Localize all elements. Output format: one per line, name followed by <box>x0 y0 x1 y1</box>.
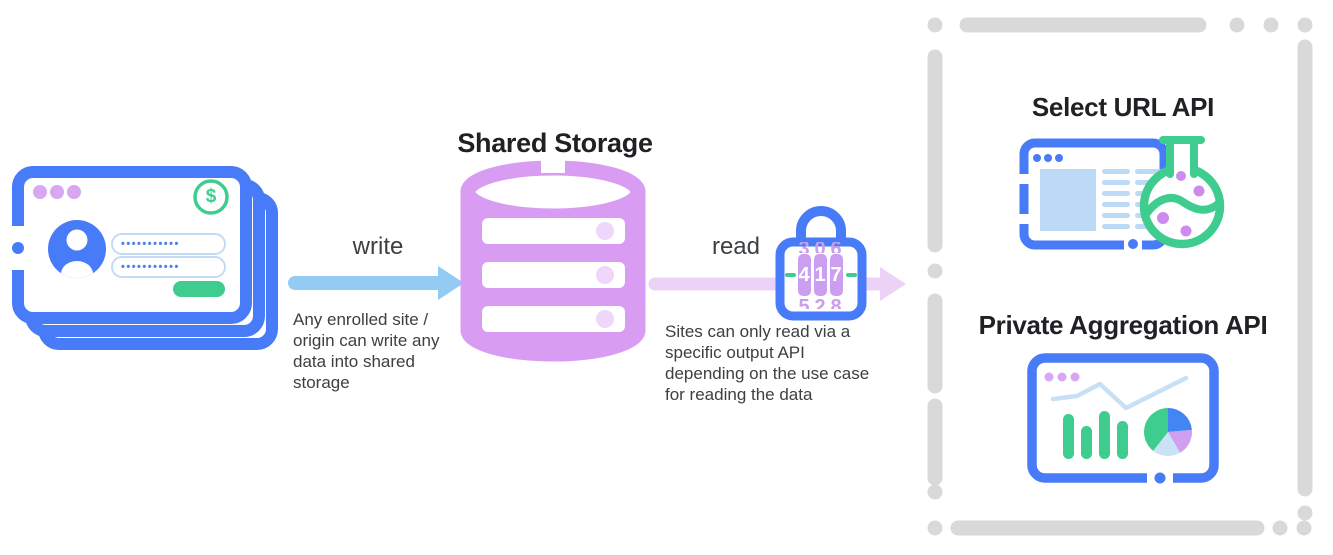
write-description: Any enrolled site / origin can write any… <box>293 310 440 392</box>
lock-wheel-digits-below: 5 2 8 <box>798 298 842 309</box>
lock-digit: 4 <box>798 264 810 286</box>
pie-chart-icon <box>1143 408 1192 457</box>
browser-stack-icon <box>8 166 278 350</box>
password-field <box>111 256 226 278</box>
write-label: write <box>352 233 404 260</box>
shared-storage-title: Shared Storage <box>457 128 653 158</box>
select-url-api-icon <box>1016 136 1225 252</box>
username-field <box>111 233 226 255</box>
database-icon <box>460 155 646 362</box>
lock-digit: 7 <box>830 264 842 286</box>
password-dots: ••••••••••• <box>121 261 180 273</box>
avatar-icon <box>48 220 106 278</box>
select-url-api-title: Select URL API <box>1031 92 1215 122</box>
lock-wheels <box>798 254 843 296</box>
bar-chart-icon <box>1063 411 1128 459</box>
dollar-coin-icon <box>193 179 229 215</box>
line-chart-icon <box>1050 375 1189 411</box>
combination-lock-icon <box>775 206 867 321</box>
private-aggregation-api-title: Private Aggregation API <box>978 310 1268 340</box>
lock-digit: 1 <box>814 264 826 286</box>
dollar-symbol: $ <box>205 186 217 207</box>
flask-icon <box>1139 136 1225 249</box>
username-dots: ••••••••••• <box>121 238 180 250</box>
lock-code: 4 1 7 <box>796 263 844 287</box>
submit-button <box>173 281 225 297</box>
private-aggregation-api-icon <box>1027 353 1219 486</box>
write-arrow-icon <box>288 266 464 300</box>
read-description: Sites can only read via a specific outpu… <box>665 322 870 404</box>
lock-wheel-digits-above: 3 0 6 <box>798 242 842 253</box>
window-dots-icon <box>33 185 81 199</box>
dashed-boundary <box>927 17 1313 536</box>
dashboard-chart-icon <box>1027 353 1219 486</box>
read-label: read <box>711 233 761 260</box>
